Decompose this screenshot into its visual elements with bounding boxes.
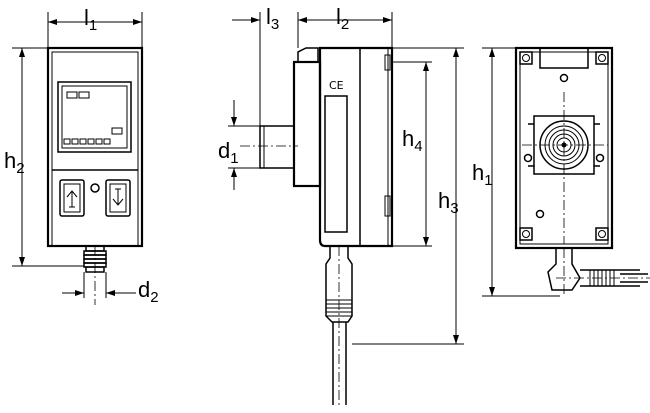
dimension-d1: d1	[218, 100, 260, 190]
side-view: CE	[240, 46, 394, 405]
display-segment-row	[63, 138, 111, 145]
display-frame	[57, 81, 132, 153]
side-mount-tab	[297, 47, 319, 62]
ce-mark: CE	[329, 79, 344, 92]
up-button	[59, 179, 85, 217]
side-window	[324, 95, 348, 233]
arrow-down-icon	[112, 188, 124, 206]
dimension-l2: l2	[306, 4, 393, 48]
label-h3: h3	[438, 188, 459, 217]
label-h1: h1	[472, 160, 493, 189]
side-shaft	[259, 125, 295, 169]
display-screen	[61, 85, 128, 149]
display-indicator-3	[111, 127, 123, 135]
down-button	[105, 179, 131, 217]
side-cable	[332, 322, 347, 405]
rear-angled-connector	[547, 248, 650, 296]
dimension-h4: h4	[392, 61, 432, 247]
display-indicator-2	[78, 91, 90, 99]
rear-view	[514, 46, 650, 296]
side-clip-bottom	[384, 195, 391, 217]
rear-screws	[519, 51, 609, 241]
label-d1: d1	[218, 138, 239, 167]
side-back-plate	[292, 60, 322, 188]
dimension-h3: h3	[352, 47, 464, 345]
front-view	[46, 46, 144, 305]
label-d2: d2	[138, 277, 159, 306]
dimension-d2: d2	[62, 272, 159, 306]
dimension-l1: l1	[47, 5, 143, 48]
label-l2: l2	[336, 4, 349, 33]
dimension-h2: h2	[4, 47, 84, 267]
dimension-h1: h1	[472, 47, 560, 297]
side-clip-top	[384, 54, 391, 71]
arrow-up-icon	[66, 190, 78, 208]
front-housing-inner	[51, 51, 139, 247]
label-l3: l3	[266, 4, 279, 33]
rear-top-tab	[539, 47, 589, 69]
dimension-l3: l3	[232, 4, 307, 126]
label-l1: l1	[84, 5, 97, 34]
status-led	[90, 183, 100, 193]
label-h2: h2	[4, 148, 25, 177]
label-h4: h4	[402, 126, 423, 155]
side-body	[318, 46, 394, 248]
display-indicator-1	[66, 91, 78, 99]
